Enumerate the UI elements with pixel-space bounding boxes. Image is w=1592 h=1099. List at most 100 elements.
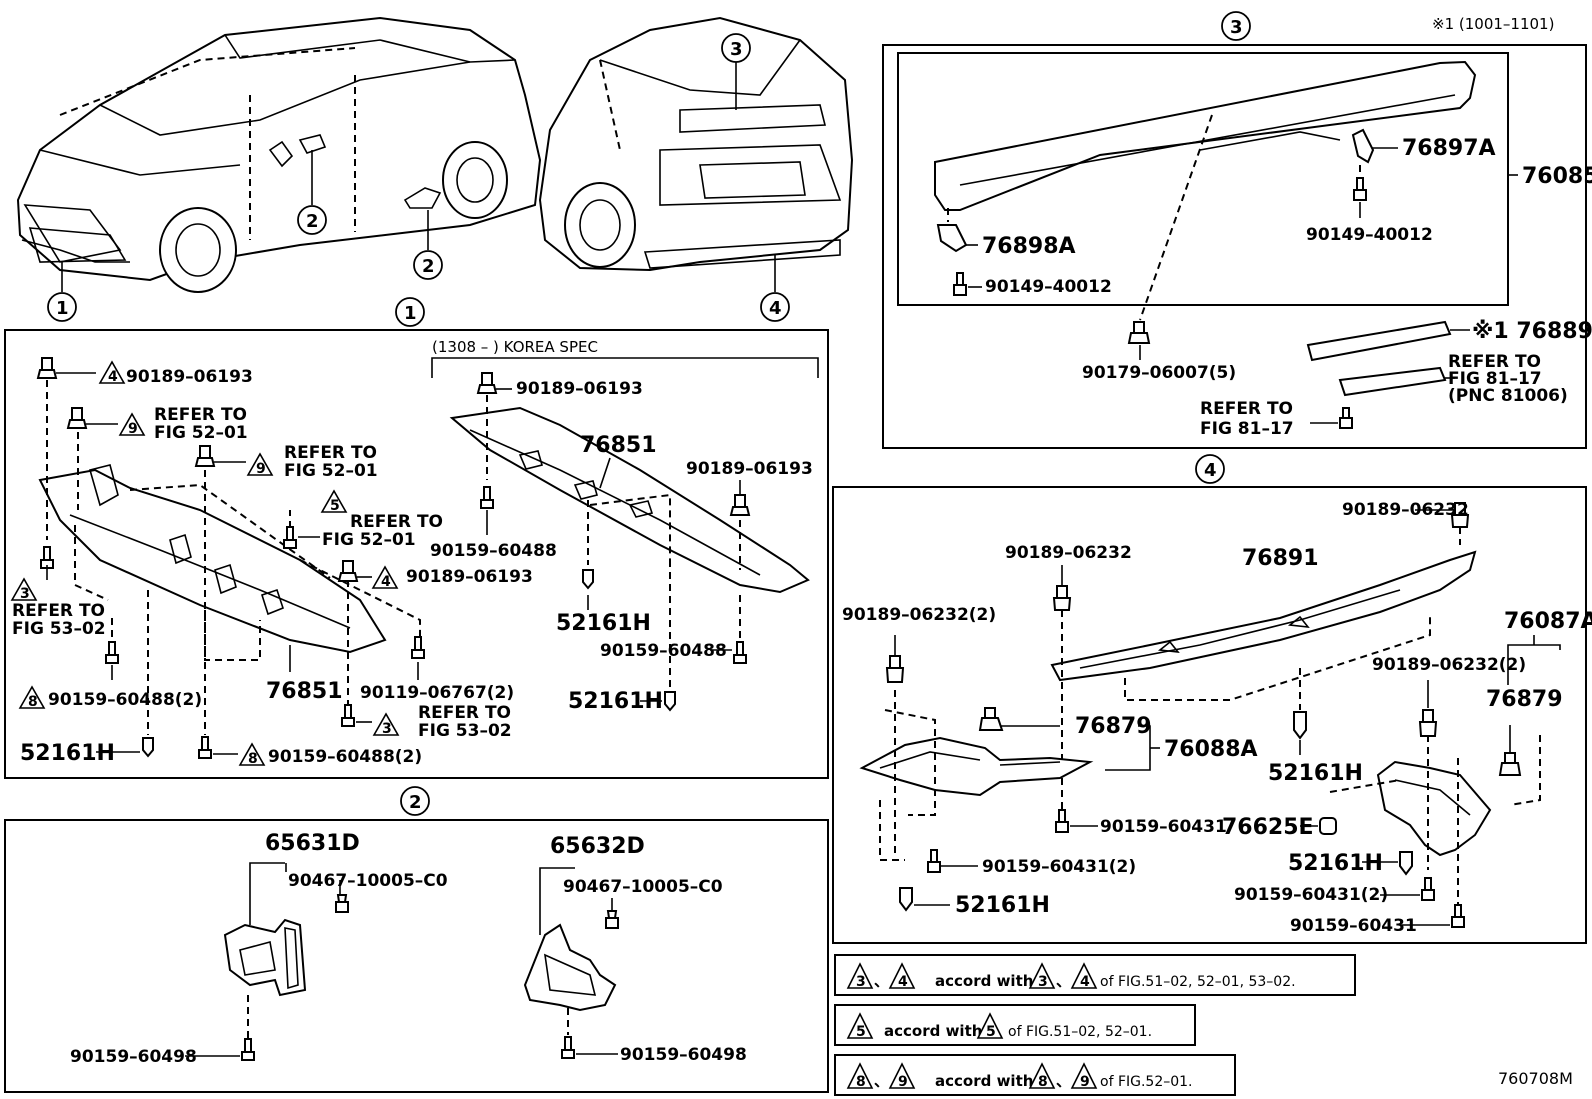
grommet-76625e	[1319, 817, 1337, 835]
part-label: FIG 53–02	[418, 721, 512, 741]
svg-text:2: 2	[422, 256, 435, 277]
svg-text:8: 8	[248, 751, 258, 767]
part-label: REFER TO	[12, 601, 105, 621]
part-label: REFER TO	[418, 703, 511, 723]
bolt-icon	[40, 546, 54, 569]
figure-code: 760708M	[1498, 1069, 1573, 1088]
clip-icon	[66, 407, 88, 429]
bolt-icon	[1451, 904, 1465, 928]
part-label: 52161H	[1288, 851, 1383, 876]
legend-row-3-4: 3 、 4 accord with 3 、 4 of FIG.51–02, 52…	[834, 954, 1356, 996]
bolt-icon	[283, 526, 297, 549]
clip-icon	[1498, 752, 1522, 776]
part-label: 90159–60431	[1100, 817, 1227, 837]
svg-text:of FIG.51–02, 52–01.: of FIG.51–02, 52–01.	[1008, 1024, 1152, 1040]
part-label: 90189–06193	[126, 367, 253, 387]
part-label: 76085	[1522, 164, 1592, 189]
callout-1-front: 1	[47, 292, 77, 322]
part-label: 90159–60488(2)	[268, 747, 422, 767]
clip-icon	[337, 560, 359, 582]
part-label: 90189–06232	[1005, 543, 1132, 563]
note-triangle-4: 4	[371, 565, 399, 590]
part-label: 90467–10005–C0	[288, 871, 448, 891]
bolt-icon	[241, 1038, 255, 1061]
part-label: 90189–06193	[516, 379, 643, 399]
part-label: 90159–60431(2)	[982, 857, 1136, 877]
bolt-icon	[480, 486, 494, 509]
korea-spec-note: (1308 – ) KOREA SPEC	[432, 338, 598, 356]
svg-text:5: 5	[986, 1024, 996, 1040]
part-label: 52161H	[20, 741, 115, 766]
bolt-icon	[561, 1036, 575, 1059]
svg-text:9: 9	[256, 461, 266, 477]
part-label: FIG 81–17	[1448, 369, 1542, 389]
pin-icon	[664, 691, 676, 712]
svg-text:1: 1	[56, 298, 69, 319]
clip-icon	[476, 372, 498, 394]
part-label: REFER TO	[1200, 399, 1293, 419]
svg-text:4: 4	[108, 369, 118, 385]
bolt-icon	[1353, 177, 1367, 201]
svg-text:3: 3	[1038, 974, 1048, 990]
part-label: 90159–60498	[70, 1047, 197, 1067]
dash-s4-e	[884, 709, 936, 816]
svg-text:5: 5	[856, 1024, 866, 1040]
part-label: (PNC 81006)	[1448, 386, 1568, 406]
part-label: 90159–60431(2)	[1234, 885, 1388, 905]
note-triangle-8: 8	[18, 685, 46, 710]
svg-text:accord with: accord with	[935, 1072, 1033, 1090]
part-label: 90149–40012	[1306, 225, 1433, 245]
svg-text:、: 、	[874, 1072, 889, 1090]
clip-icon	[1127, 321, 1151, 344]
garnish-76889c	[1306, 320, 1452, 362]
svg-text:2: 2	[306, 211, 319, 232]
svg-text:9: 9	[898, 1074, 908, 1090]
pin-icon	[899, 887, 913, 912]
part-label: 76879	[1075, 714, 1152, 739]
part-label: 76851	[580, 433, 657, 458]
part-label: 52161H	[568, 689, 663, 714]
svg-text:8: 8	[856, 1074, 866, 1090]
part-label: 52161H	[955, 893, 1050, 918]
svg-text:、: 、	[1056, 1072, 1071, 1090]
dash-s4-f	[879, 800, 905, 861]
under-cover-76851-left	[38, 464, 421, 661]
note-triangle-3: 3	[10, 577, 38, 602]
clip-icon	[885, 655, 905, 683]
part-label: 65631D	[265, 831, 360, 856]
svg-text:accord with: accord with	[884, 1022, 982, 1040]
svg-text:3: 3	[730, 39, 743, 60]
part-label: REFER TO	[284, 443, 377, 463]
clip-icon	[1418, 709, 1438, 737]
lead	[539, 867, 575, 935]
section-1-marker: 1	[395, 297, 425, 327]
bracket-76897a	[1351, 128, 1375, 164]
clip-icon	[1450, 502, 1470, 528]
part-label: 90467–10005–C0	[563, 877, 723, 897]
part-label: REFER TO	[1448, 352, 1541, 372]
svg-text:4: 4	[1080, 974, 1090, 990]
lead	[249, 862, 285, 925]
part-label: 90189–06193	[686, 459, 813, 479]
section-2-box	[4, 819, 829, 1093]
svg-text:3: 3	[1230, 17, 1243, 38]
part-label: 90189–06232(2)	[842, 605, 996, 625]
bolt-icon	[105, 641, 119, 664]
dash-s4-g	[1509, 735, 1541, 806]
bolt-icon	[1055, 809, 1069, 833]
part-label: 90159–60488	[430, 541, 557, 561]
part-label: 90189–06232	[1342, 500, 1469, 520]
section-1-box	[4, 329, 829, 779]
note-triangle-4: 4	[98, 360, 126, 385]
bracket-76898a	[936, 224, 968, 253]
bolt-icon	[411, 636, 425, 659]
part-label: 76879	[1486, 687, 1563, 712]
svg-text:5: 5	[330, 498, 340, 514]
bolt-icon	[953, 272, 967, 296]
part-label: REFER TO	[154, 405, 247, 425]
svg-text:8: 8	[1038, 1074, 1048, 1090]
part-label: FIG 52–01	[322, 530, 416, 550]
clip-icon	[36, 357, 58, 379]
part-label: 90159–60431	[1290, 916, 1417, 936]
